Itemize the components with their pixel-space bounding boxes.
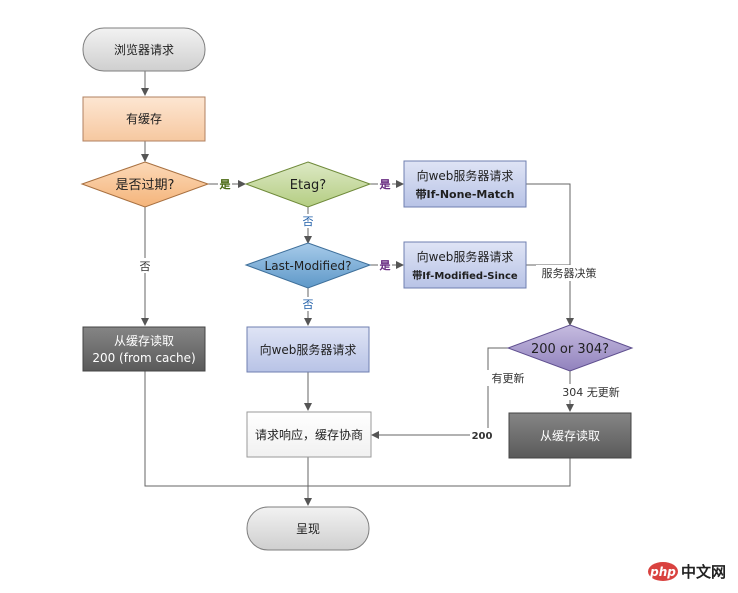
edge-label-has-update: 有更新 [487, 370, 529, 386]
svg-text:有更新: 有更新 [492, 371, 525, 385]
edge-label-200: 200 [470, 428, 494, 443]
edge-label-lastmod-yes: 是 [378, 257, 392, 272]
req-if-modified-line1: 向web服务器请求 [417, 249, 514, 264]
node-read-cache-200: 从缓存读取 200 (from cache) [82, 326, 206, 372]
etag-label: Etag? [290, 178, 326, 193]
node-response-negotiation: 请求响应，缓存协商 [246, 411, 372, 458]
watermark-text: 中文网 [681, 563, 727, 581]
node-browser-request: 浏览器请求 [82, 27, 206, 72]
read-cache-line2: 200 (from cache) [92, 351, 195, 365]
php-logo-icon: php [648, 562, 678, 581]
node-etag-decision: Etag? [244, 161, 372, 208]
read-cache-304-label: 从缓存读取 [540, 429, 600, 443]
edge-label-server-decision: 服务器决策 [536, 265, 602, 281]
has-cache-label: 有缓存 [126, 112, 162, 126]
last-modified-label: Last-Modified? [265, 259, 352, 273]
node-present: 呈现 [246, 506, 370, 551]
node-expired-decision: 是否过期? [80, 161, 210, 208]
response-label: 请求响应，缓存协商 [255, 427, 363, 442]
expired-label: 是否过期? [116, 178, 175, 193]
check-200-304-label: 200 or 304? [531, 342, 609, 357]
edge-label-lastmod-no: 否 [301, 297, 315, 311]
svg-text:否: 否 [140, 260, 151, 273]
svg-text:是: 是 [379, 178, 392, 191]
req-if-none-match-line1: 向web服务器请求 [417, 168, 514, 183]
req-if-none-match-line2: 带If-None-Match [416, 187, 515, 201]
svg-text:是: 是 [219, 178, 232, 191]
svg-text:服务器决策: 服务器决策 [542, 266, 597, 280]
svg-text:是: 是 [379, 259, 392, 272]
svg-text:否: 否 [303, 215, 314, 228]
request-server-label: 向web服务器请求 [260, 342, 357, 357]
edge-label-expired-no: 否 [138, 258, 152, 273]
svg-text:304 无更新: 304 无更新 [562, 385, 620, 399]
node-request-if-none-match: 向web服务器请求 带If-None-Match [403, 160, 527, 208]
edge-label-no-update: 304 无更新 [559, 384, 623, 400]
node-last-modified-decision: Last-Modified? [244, 242, 372, 289]
edge-label-etag-no: 否 [301, 214, 315, 228]
node-has-cache: 有缓存 [82, 96, 206, 142]
node-request-server: 向web服务器请求 [246, 326, 370, 373]
read-cache-line1: 从缓存读取 [114, 334, 174, 348]
node-request-if-modified-since: 向web服务器请求 带If-Modified-Since [403, 241, 527, 289]
node-200-or-304-decision: 200 or 304? [506, 324, 634, 372]
edge-label-expired-yes: 是 [218, 176, 232, 191]
browser-request-label: 浏览器请求 [114, 42, 174, 57]
req-if-modified-line2: 带If-Modified-Since [412, 269, 518, 282]
svg-text:否: 否 [303, 298, 314, 311]
node-read-cache-304: 从缓存读取 [508, 412, 632, 459]
present-label: 呈现 [296, 522, 320, 536]
svg-text:200: 200 [472, 431, 493, 442]
edge-label-etag-yes: 是 [378, 176, 392, 191]
